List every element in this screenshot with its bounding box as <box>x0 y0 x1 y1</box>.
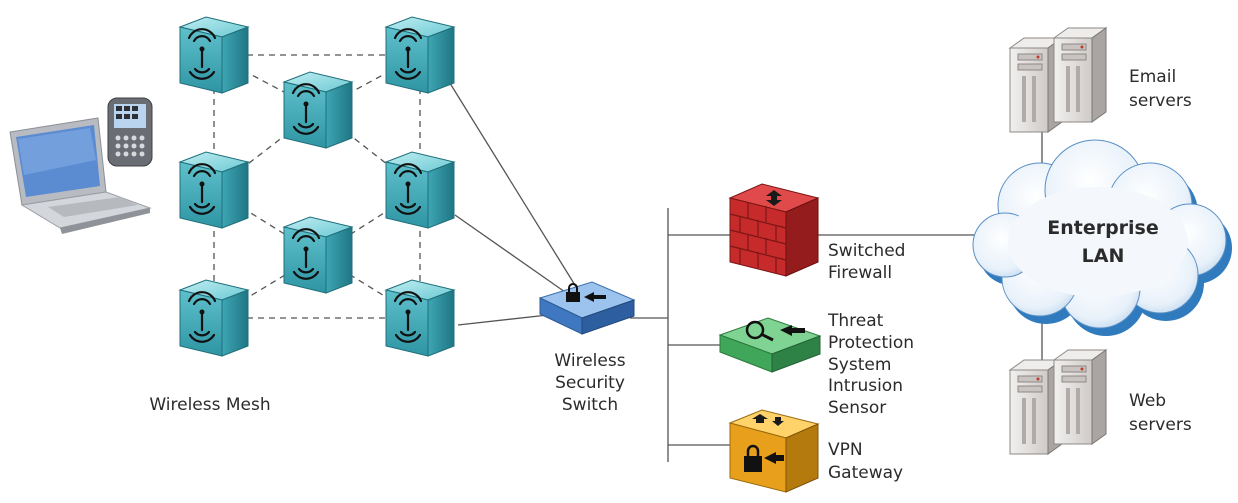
wireless-access-point-icon <box>187 163 217 215</box>
wireless-security-switch-icon <box>538 281 636 335</box>
wireless-access-point-icon <box>187 28 217 80</box>
email-label-line-1: Email <box>1129 67 1176 87</box>
threat-label-line-4: Intrusion <box>828 376 903 396</box>
mesh-node-6 <box>282 216 354 294</box>
mesh-node-7 <box>178 279 250 357</box>
mesh-node-5 <box>384 151 456 229</box>
vpn-gateway-icon <box>728 409 820 493</box>
threat-label-line-2: Protection <box>828 333 914 353</box>
email-servers-icon <box>1008 27 1108 133</box>
wireless-access-point-icon <box>187 291 217 343</box>
mesh-node-3 <box>282 71 354 149</box>
wireless-access-point-icon <box>393 291 423 343</box>
web-servers-icon <box>1008 349 1108 455</box>
wireless-access-point-icon <box>393 163 423 215</box>
smartphone-icon <box>107 97 153 167</box>
mesh-node-2 <box>384 16 456 94</box>
wireless-access-point-icon <box>393 28 423 80</box>
laptop-icon <box>9 117 152 234</box>
wireless-security-switch-label: Wireless Security Switch <box>554 351 625 415</box>
web-servers-label: Web servers <box>1129 391 1192 435</box>
mesh-node-4 <box>178 151 250 229</box>
vpn-label-line-1: VPN <box>828 440 863 460</box>
web-label-line-2: servers <box>1129 415 1192 435</box>
wireless-mesh-label: Wireless Mesh <box>149 395 270 415</box>
labels: Wireless Mesh Wireless Security Switch S… <box>149 67 1191 483</box>
mesh-node-1 <box>178 16 250 94</box>
enterprise-lan-cloud-icon <box>972 139 1232 336</box>
lan-label-line-2: LAN <box>1082 245 1125 267</box>
firewall-label-line-1: Switched <box>828 241 905 261</box>
threat-label-line-1: Threat <box>827 311 884 331</box>
wireless-access-point-icon <box>291 228 321 280</box>
switch-label-line-3: Switch <box>562 395 618 415</box>
vpn-gateway-label: VPN Gateway <box>828 440 903 483</box>
threat-label-line-3: System <box>828 355 891 375</box>
server-tower-icon <box>1052 27 1108 123</box>
lan-label-line-1: Enterprise <box>1047 217 1159 239</box>
enterprise-lan-label: Enterprise LAN <box>1047 217 1159 267</box>
threat-protection-label: Threat Protection System Intrusion Senso… <box>827 311 914 418</box>
web-label-line-1: Web <box>1129 391 1166 411</box>
wireless-access-point-icon <box>291 83 321 135</box>
switch-label-line-2: Security <box>555 373 625 393</box>
threat-label-line-5: Sensor <box>828 398 886 418</box>
switched-firewall-label: Switched Firewall <box>828 241 905 283</box>
firewall-label-line-2: Firewall <box>828 263 892 283</box>
mesh-node-8 <box>384 279 456 357</box>
wireless-mesh <box>178 16 456 357</box>
email-servers-label: Email servers <box>1129 67 1192 111</box>
threat-protection-sensor-icon <box>718 317 822 373</box>
server-tower-icon <box>1052 349 1108 445</box>
switched-firewall-icon <box>728 183 820 277</box>
vpn-label-line-2: Gateway <box>828 463 903 483</box>
switch-label-line-1: Wireless <box>554 351 625 371</box>
email-label-line-2: servers <box>1129 91 1192 111</box>
